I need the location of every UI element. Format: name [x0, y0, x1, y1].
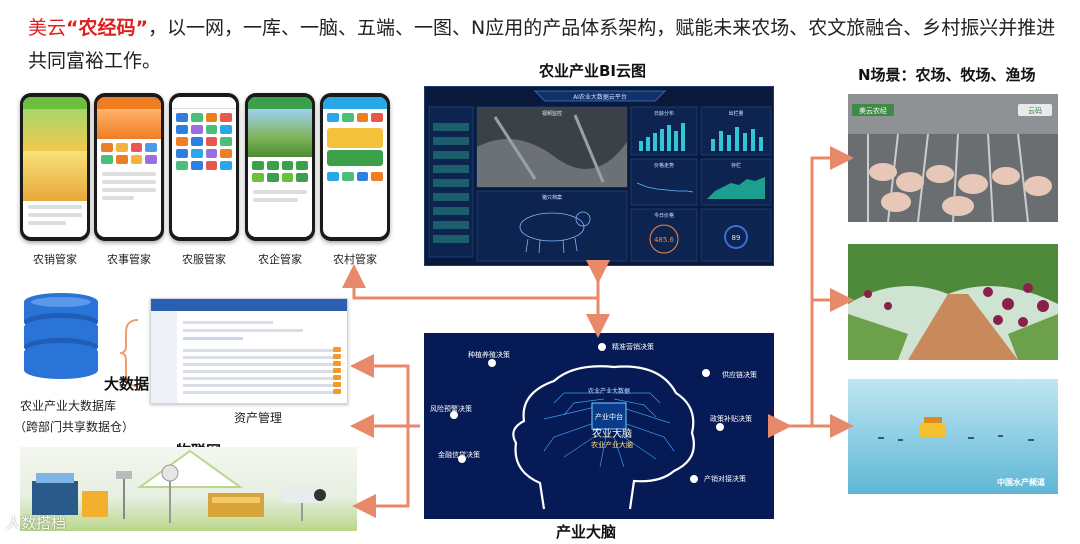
- watermark: 人数搭档: [6, 512, 66, 533]
